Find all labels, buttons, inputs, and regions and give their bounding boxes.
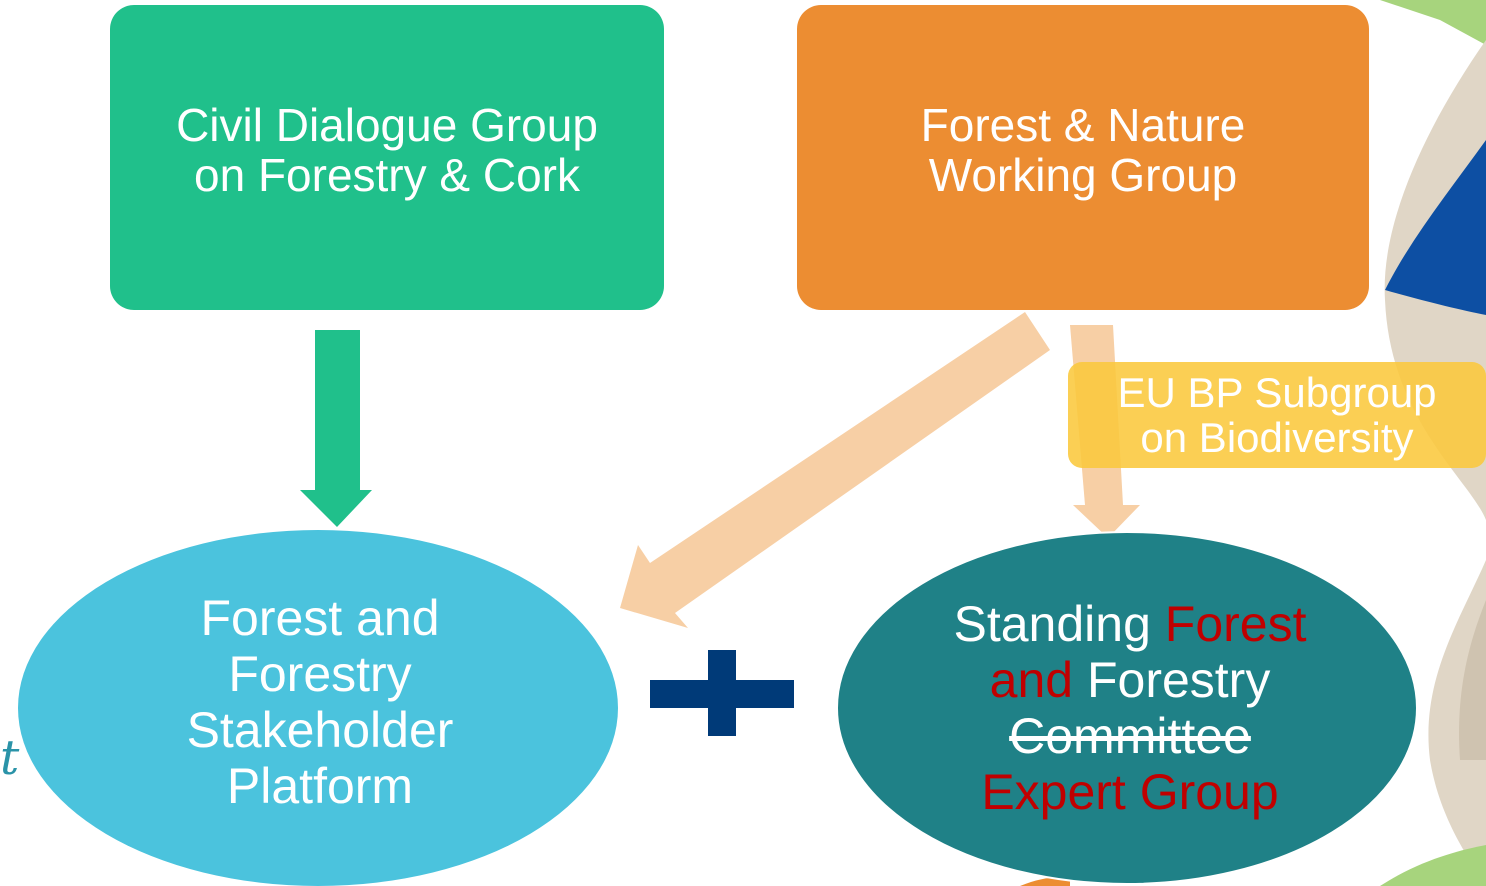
expert-line3: Committee bbox=[880, 708, 1380, 764]
decor-green-bottom bbox=[1380, 845, 1486, 886]
subgroup-line1: EU BP Subgroup bbox=[1117, 368, 1437, 416]
platform-line4: Platform bbox=[226, 758, 414, 814]
decor-blue-triangle bbox=[1385, 140, 1486, 315]
green-box-line1: Civil Dialogue Group bbox=[176, 99, 598, 151]
forest-nature-working-group-box: Forest & Nature Working Group bbox=[797, 5, 1369, 310]
platform-line1: Forest and bbox=[200, 590, 440, 646]
expert-line1-red: Forest bbox=[1164, 596, 1307, 652]
subgroup-line2: on Biodiversity bbox=[1140, 414, 1414, 461]
civil-dialogue-group-box: Civil Dialogue Group on Forestry & Cork bbox=[110, 5, 664, 310]
expert-group-ellipse bbox=[836, 531, 1418, 885]
expert-line2-plain: Forestry bbox=[1073, 652, 1271, 708]
expert-line2: and Forestry bbox=[880, 652, 1380, 708]
plus-icon bbox=[650, 680, 794, 708]
green-box-line2: on Forestry & Cork bbox=[194, 148, 580, 201]
decor-green-top bbox=[1380, 0, 1486, 45]
down-arrow-icon bbox=[300, 330, 372, 527]
platform-line3: Stakeholder bbox=[186, 702, 454, 758]
eu-bp-subgroup-box: EU BP Subgroup on Biodiversity bbox=[1068, 362, 1486, 468]
decor-beige-bottom bbox=[1428, 560, 1486, 886]
expert-line3-struck: Committee bbox=[1009, 708, 1251, 764]
platform-line2: Forestry bbox=[228, 646, 412, 702]
orange-box-line1: Forest & Nature bbox=[920, 99, 1246, 151]
decor-beige-bottom-inner bbox=[1459, 600, 1486, 760]
diagonal-arrow-icon bbox=[620, 312, 1050, 628]
expert-line4: Expert Group bbox=[880, 764, 1380, 820]
side-text-fragment: t bbox=[0, 730, 20, 786]
expert-group-label: Standing Forest and Forestry Committee E… bbox=[880, 596, 1380, 820]
platform-ellipse bbox=[18, 530, 618, 886]
platform-label: Forest and Forestry Stakeholder Platform bbox=[120, 590, 520, 814]
orange-box-line2: Working Group bbox=[928, 148, 1238, 201]
expert-line4-red: Expert Group bbox=[981, 764, 1279, 820]
expert-line1-plain: Standing bbox=[953, 596, 1165, 652]
expert-line1: Standing Forest bbox=[880, 596, 1380, 652]
expert-line2-red: and bbox=[989, 652, 1074, 708]
